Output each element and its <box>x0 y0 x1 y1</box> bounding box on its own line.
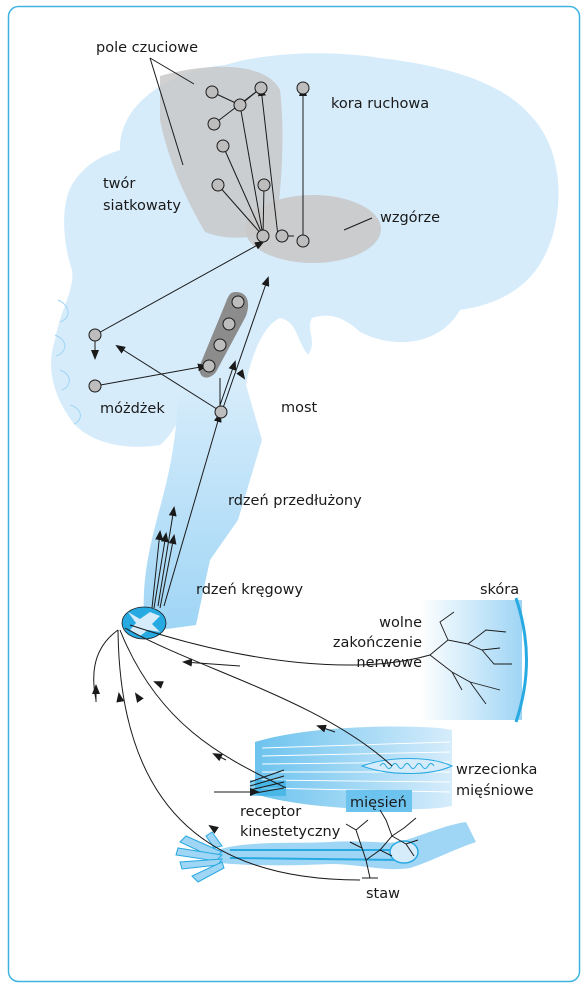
node-pons-3 <box>214 339 226 351</box>
label-spinal-cord: rdzeń kręgowy <box>196 582 303 598</box>
node-reticular-3 <box>258 179 270 191</box>
node-brainstem <box>215 406 227 418</box>
label-spindle-1: wrzecionka <box>456 762 537 778</box>
node-sensory-3 <box>255 82 267 94</box>
label-free-nerve-2: zakończenie <box>333 635 422 651</box>
skin-block <box>420 600 522 720</box>
node-pons-2 <box>223 318 235 330</box>
node-reticular-1 <box>217 140 229 152</box>
label-skin: skóra <box>480 582 519 598</box>
label-pons: most <box>281 400 318 416</box>
label-joint: staw <box>366 886 400 902</box>
label-motor-cortex: kora ruchowa <box>331 96 429 112</box>
label-free-nerve-3: nerwowe <box>356 655 422 671</box>
elbow-joint <box>390 841 418 863</box>
node-cerebellum-1 <box>89 329 101 341</box>
node-thalamus-2 <box>276 230 288 242</box>
label-free-nerve-1: wolne <box>379 615 422 631</box>
label-reticular-formation-2: siatkowaty <box>103 198 181 214</box>
label-spindle-2: mięśniowe <box>456 783 534 799</box>
label-sensory-field: pole czuciowe <box>96 40 198 56</box>
label-kinesthetic-1: receptor <box>240 804 301 820</box>
node-sensory-1 <box>206 86 218 98</box>
label-thalamus: wzgórze <box>380 210 440 226</box>
node-cerebellum-2 <box>89 380 101 392</box>
node-thalamus-3 <box>297 235 309 247</box>
label-medulla: rdzeń przedłużony <box>228 493 362 509</box>
node-reticular-2 <box>212 179 224 191</box>
node-thalamus-1 <box>257 230 269 242</box>
label-kinesthetic-2: kinestetyczny <box>240 824 341 840</box>
thalamus-region <box>245 195 381 263</box>
label-cerebellum: móżdżek <box>100 401 165 417</box>
node-pons-4 <box>203 360 215 372</box>
node-sensory-4 <box>208 118 220 130</box>
node-motor-cortex <box>297 82 309 94</box>
label-muscle: mięsień <box>350 795 407 811</box>
label-reticular-formation-1: twór <box>103 176 135 192</box>
node-pons-1 <box>232 296 244 308</box>
node-sensory-2 <box>234 99 246 111</box>
